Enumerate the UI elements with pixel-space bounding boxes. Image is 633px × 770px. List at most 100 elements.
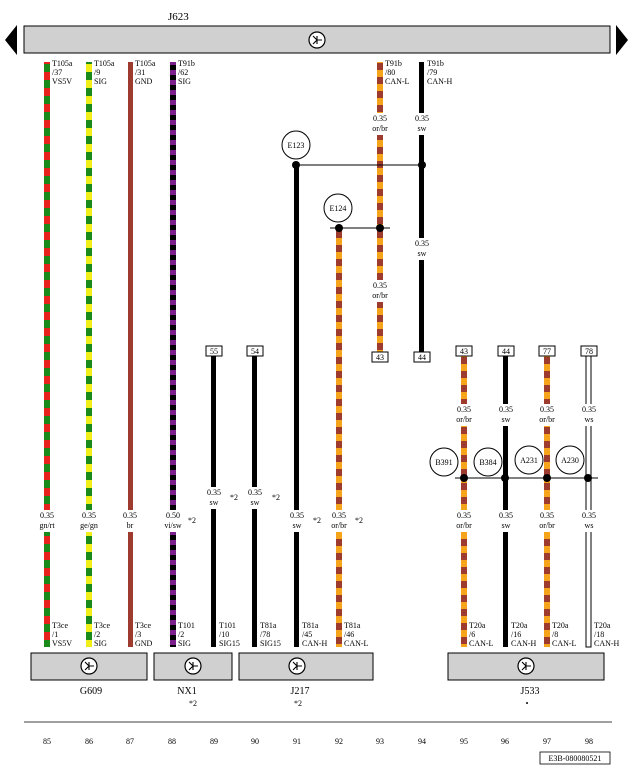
junction-dot	[292, 161, 300, 169]
svg-text:CAN-H: CAN-H	[511, 639, 537, 648]
connector-box: 54	[246, 345, 264, 357]
splice-a231: A231	[514, 445, 544, 475]
svg-text:*2: *2	[355, 516, 363, 525]
svg-text:/31: /31	[135, 68, 145, 77]
svg-text:or/br: or/br	[456, 521, 472, 530]
svg-text:0.35: 0.35	[332, 511, 346, 520]
svg-text:br: br	[127, 521, 134, 530]
wire-88	[170, 62, 176, 647]
connector-box: 43	[455, 345, 473, 357]
svg-text:77: 77	[543, 347, 551, 356]
svg-text:/62: /62	[178, 68, 188, 77]
splice-a230: A230	[555, 445, 585, 475]
top-pin-88: T91b /62 SIG	[178, 59, 195, 86]
svg-text:sw: sw	[418, 124, 427, 133]
svg-text:0.35: 0.35	[207, 488, 221, 497]
splice-b384: B384	[473, 447, 503, 477]
svg-text:sw: sw	[418, 249, 427, 258]
svg-text:T3ce: T3ce	[52, 621, 68, 630]
connector-box: 44	[497, 345, 515, 357]
wire-96	[503, 356, 508, 647]
svg-text:CAN-H: CAN-H	[427, 77, 453, 86]
junction-dot	[335, 224, 343, 232]
connector-boxes: 55 54 43 44 43 44 77 78	[205, 345, 598, 363]
svg-text:/1: /1	[52, 630, 58, 639]
svg-text:93: 93	[376, 737, 384, 746]
connector-box: 78	[580, 345, 598, 357]
svg-text:44: 44	[502, 347, 510, 356]
svg-text:0.35: 0.35	[290, 511, 304, 520]
svg-text:T3ce: T3ce	[135, 621, 151, 630]
svg-text:0.35: 0.35	[82, 511, 96, 520]
svg-text:T20a: T20a	[552, 621, 569, 630]
next-page-arrow-icon[interactable]	[616, 25, 628, 55]
svg-text:VS5V: VS5V	[52, 77, 72, 86]
svg-text:or/br: or/br	[539, 415, 555, 424]
svg-text:or/br: or/br	[372, 124, 388, 133]
svg-text:/10: /10	[219, 630, 229, 639]
column-numbers: 85 86 87 88 89 90 91 92 93 94 95 96 97 9…	[43, 737, 593, 746]
bottom-unit-labels: G609 NX1 *2 J217 *2 J533 •	[80, 686, 540, 708]
junction-dot	[376, 224, 384, 232]
svg-text:T81a: T81a	[260, 621, 277, 630]
svg-text:T20a: T20a	[511, 621, 528, 630]
connector-box: 55	[205, 345, 223, 357]
svg-text:or/br: or/br	[372, 291, 388, 300]
svg-text:G609: G609	[80, 686, 102, 697]
svg-text:E124: E124	[330, 204, 347, 213]
svg-text:B391: B391	[435, 458, 452, 467]
svg-text:T105a: T105a	[52, 59, 73, 68]
svg-text:0.35: 0.35	[457, 511, 471, 520]
svg-text:0.35: 0.35	[499, 511, 513, 520]
svg-text:T91b: T91b	[427, 59, 444, 68]
svg-text:CAN-L: CAN-L	[385, 77, 410, 86]
svg-text:CAN-L: CAN-L	[469, 639, 494, 648]
svg-text:T91b: T91b	[178, 59, 195, 68]
top-unit-label: J623	[168, 11, 189, 23]
svg-text:98: 98	[585, 737, 593, 746]
svg-text:*2: *2	[313, 516, 321, 525]
svg-text:0.35: 0.35	[540, 405, 554, 414]
svg-text:91: 91	[293, 737, 301, 746]
svg-text:GND: GND	[135, 639, 153, 648]
ground-symbol-glyph	[312, 35, 322, 45]
top-pin-86: T105a /9 SIG	[94, 59, 115, 86]
junction-dot	[584, 474, 592, 482]
splices: E123 E124 B391 B384 A231 A230	[281, 130, 585, 477]
connector-box: 43	[371, 351, 389, 363]
ground-symbol-glyph	[84, 661, 94, 671]
bottom-unit-nx1	[153, 652, 233, 681]
svg-text:*2: *2	[189, 699, 197, 708]
svg-text:96: 96	[501, 737, 509, 746]
svg-text:89: 89	[210, 737, 218, 746]
svg-text:/3: /3	[135, 630, 141, 639]
junction-dot	[543, 474, 551, 482]
prev-page-arrow-icon[interactable]	[5, 25, 17, 55]
svg-text:94: 94	[418, 737, 426, 746]
junction-dot	[501, 474, 509, 482]
svg-text:*2: *2	[188, 516, 196, 525]
connector-box: 77	[538, 345, 556, 357]
svg-text:E123: E123	[288, 141, 305, 150]
wire-98	[585, 355, 592, 648]
svg-text:/2: /2	[178, 630, 184, 639]
svg-text:•: •	[526, 699, 529, 708]
svg-text:B384: B384	[479, 458, 496, 467]
top-pin-labels: T105a /37 VS5V T105a /9 SIG T105a /31 GN…	[52, 59, 453, 86]
